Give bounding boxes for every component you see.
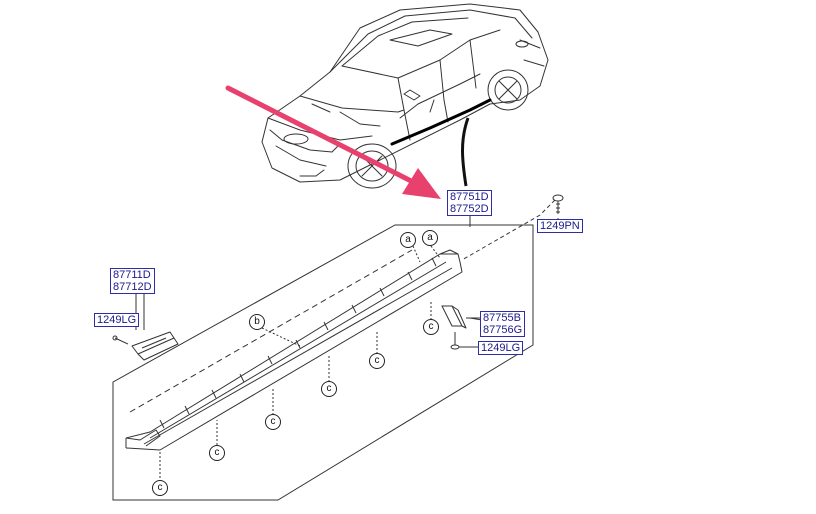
- callout-c-4: c: [265, 414, 281, 430]
- top-screw-part-number: 1249PN: [540, 220, 580, 232]
- callout-c-6: c: [152, 480, 168, 496]
- front-end-part-label: 87711D 87712D: [110, 268, 155, 294]
- front-end-part-number-1: 87711D: [113, 269, 151, 281]
- top-screw-part-label: 1249PN: [537, 219, 583, 233]
- rear-screw-part-label: 1249LG: [478, 341, 524, 355]
- label-leaders: [139, 280, 482, 319]
- callout-leaders: [159, 245, 441, 482]
- rear-screw-part-number: 1249LG: [481, 342, 521, 354]
- rear-end-part-number-2: 87756G: [483, 324, 523, 336]
- rear-clip-screw: [450, 332, 478, 350]
- front-screw-part-label: 1249LG: [94, 313, 140, 327]
- sill-part-label: 87751D 87752D: [447, 190, 492, 216]
- callout-c-1: c: [423, 319, 439, 335]
- car-illustration: [261, 3, 549, 189]
- rear-end-piece: [441, 305, 483, 329]
- front-end-part-number-2: 87712D: [113, 281, 152, 293]
- front-screw-part-number: 1249LG: [97, 314, 137, 326]
- front-clip-screw: [112, 335, 129, 345]
- callout-c-2: c: [369, 353, 385, 369]
- screw-leader: [461, 199, 556, 261]
- callout-b: b: [249, 314, 265, 330]
- sill-part-number-1: 87751D: [450, 191, 489, 203]
- side-sill-moulding: [125, 249, 463, 451]
- rear-end-part-label: 87755B 87756G: [480, 311, 526, 337]
- sill-part-number-2: 87752D: [450, 203, 489, 215]
- callout-a-1: a: [400, 232, 416, 248]
- sill-leader-line: [461, 117, 470, 187]
- rear-end-part-number-1: 87755B: [483, 312, 521, 324]
- callout-a-2: a: [422, 230, 438, 246]
- pointer-arrow: [225, 85, 441, 199]
- callout-c-5: c: [209, 445, 225, 461]
- callout-c-3: c: [321, 381, 337, 397]
- exploded-view-frame: [112, 224, 534, 501]
